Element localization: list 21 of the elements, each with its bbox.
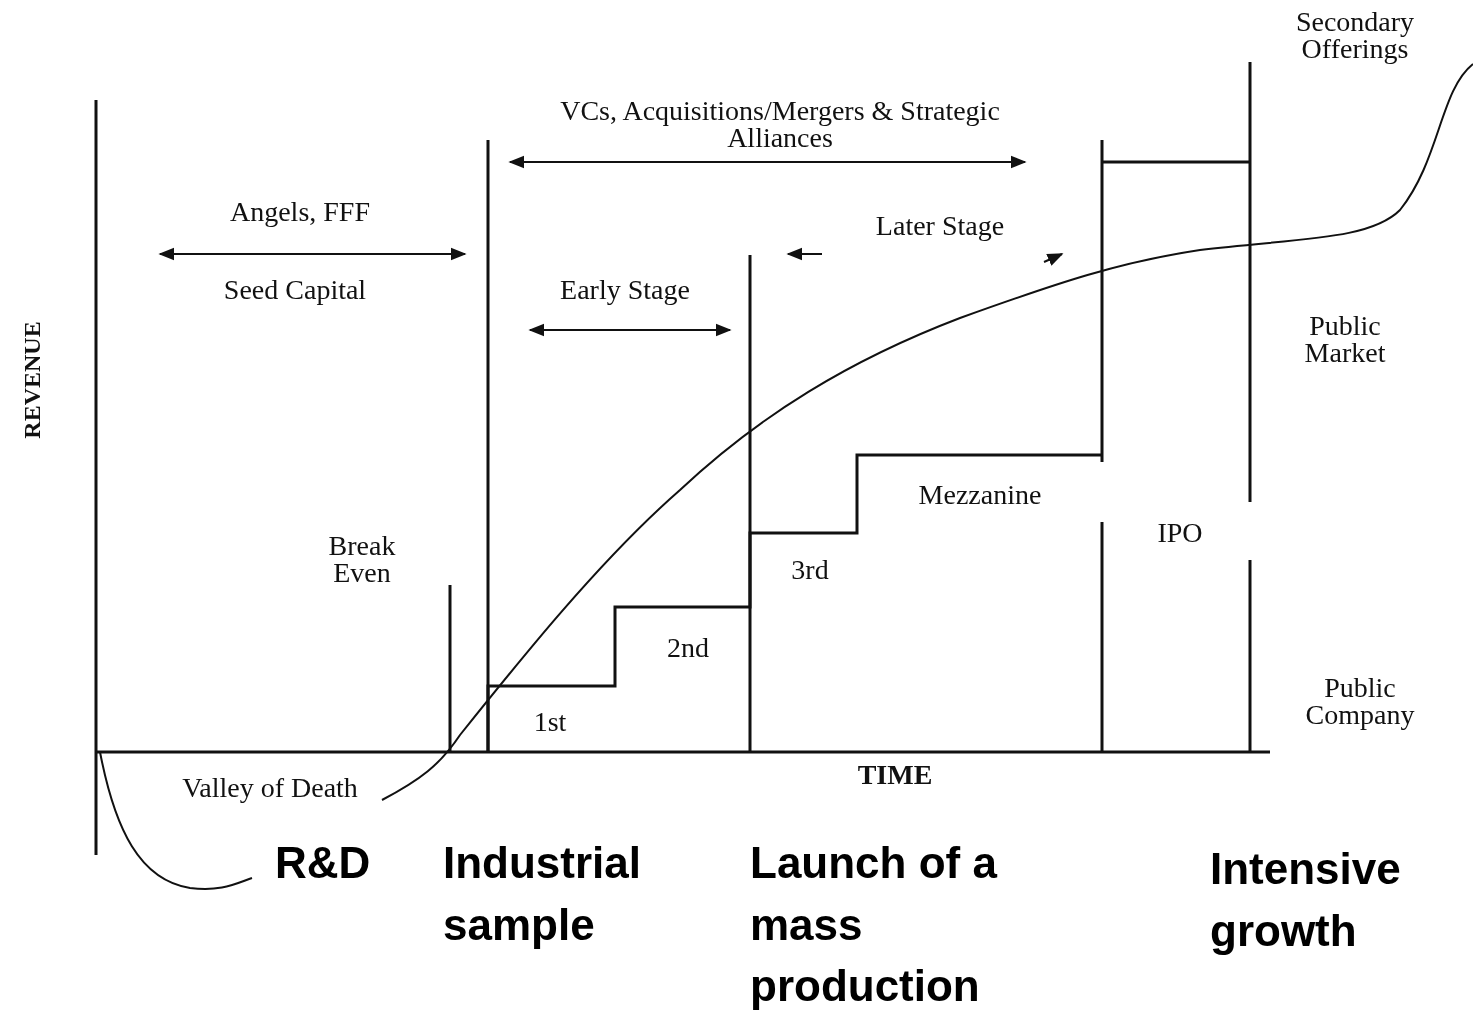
chart-label: Secondary Offerings <box>1294 9 1416 63</box>
chart-label: Later Stage <box>874 212 1006 240</box>
chart-label: Valley of Death <box>181 774 359 802</box>
chart-label: 1st <box>532 708 568 736</box>
chart-label: 3rd <box>790 556 830 584</box>
chart-label: IPO <box>1156 519 1204 547</box>
chart-label: Mezzanine <box>917 481 1043 509</box>
stage-caption: Industrial sample <box>443 837 643 951</box>
chart-label: VCs, Acquisitions/Mergers & Strategic Alliances <box>559 98 1001 152</box>
chart-label: TIME <box>856 761 934 789</box>
chart-label: Seed Capital <box>222 276 368 304</box>
chart-label: Break Even <box>327 533 397 587</box>
chart-label: Angels, FFF <box>228 198 371 226</box>
stage-caption: Intensive growth <box>1210 843 1402 957</box>
chart-label: Public Company <box>1304 675 1416 729</box>
chart-label: 2nd <box>666 634 710 662</box>
stage-caption: R&D <box>275 837 372 889</box>
chart-label: Early Stage <box>559 276 691 304</box>
stage-caption: Launch of a mass production <box>750 837 999 1013</box>
chart-label: REVENUE <box>20 321 44 439</box>
chart-label: Public Market <box>1303 313 1387 367</box>
